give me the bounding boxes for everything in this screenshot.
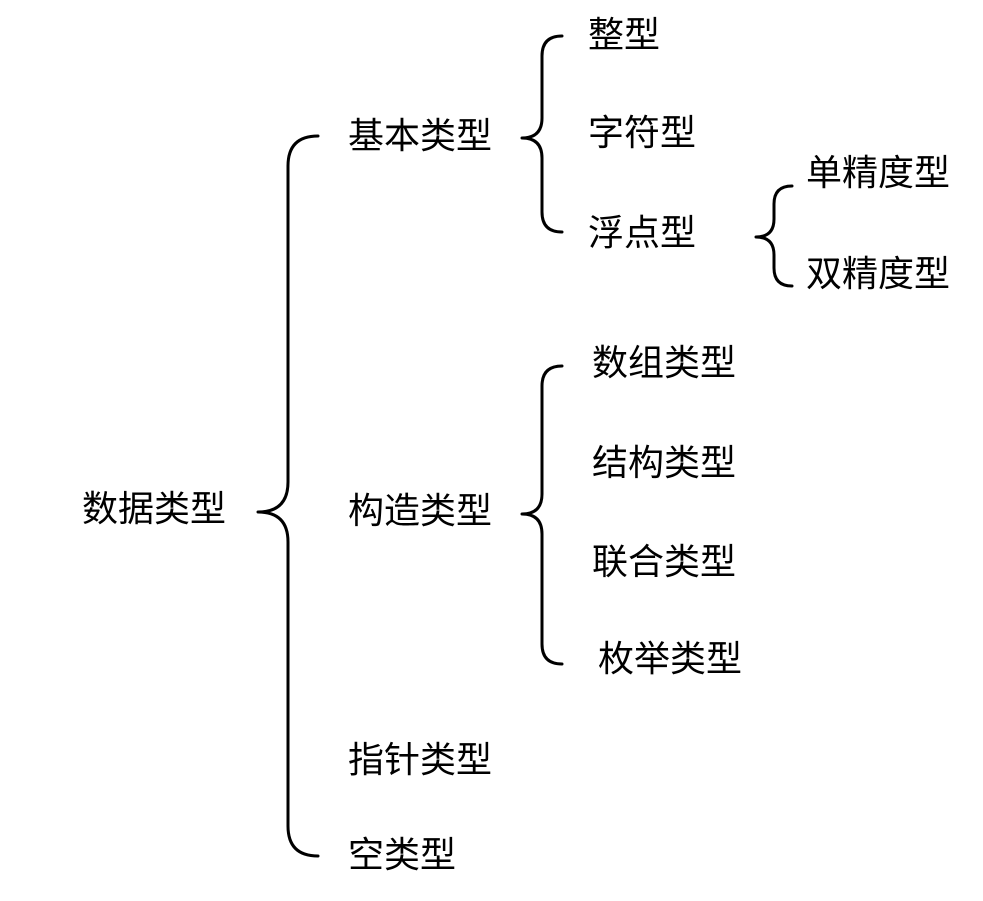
node-single-precision-type: 单精度型 bbox=[806, 153, 950, 194]
node-char-type: 字符型 bbox=[588, 113, 696, 154]
compound-types-brace bbox=[520, 364, 564, 666]
node-double-precision-type: 双精度型 bbox=[806, 254, 950, 295]
node-data-types: 数据类型 bbox=[82, 489, 226, 530]
node-array-type: 数组类型 bbox=[592, 343, 736, 384]
node-float-type: 浮点型 bbox=[588, 213, 696, 254]
node-enum-type: 枚举类型 bbox=[598, 639, 742, 680]
node-void-type: 空类型 bbox=[348, 835, 456, 876]
float-brace bbox=[754, 184, 794, 288]
node-basic-types: 基本类型 bbox=[348, 116, 492, 157]
root-brace bbox=[256, 134, 320, 858]
node-struct-type: 结构类型 bbox=[592, 443, 736, 484]
node-pointer-type: 指针类型 bbox=[348, 740, 492, 781]
node-compound-types: 构造类型 bbox=[348, 491, 492, 532]
node-union-type: 联合类型 bbox=[592, 542, 736, 583]
basic-types-brace bbox=[520, 34, 564, 234]
node-integer-type: 整型 bbox=[588, 15, 660, 56]
